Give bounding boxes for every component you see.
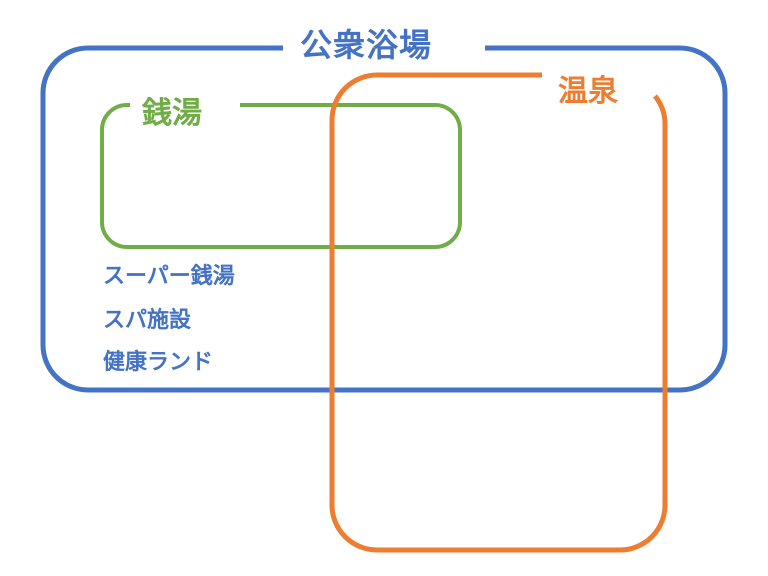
item-super-sento: スーパー銭湯 xyxy=(103,264,235,289)
public-bath-set-outline xyxy=(40,45,728,393)
sento-set-outline xyxy=(100,103,462,249)
sento-label: 銭湯 xyxy=(142,96,202,131)
item-spa-facility: スパ施設 xyxy=(103,308,192,333)
item-health-land: 健康ランド xyxy=(103,350,214,375)
public-bath-label: 公衆浴場 xyxy=(300,26,433,64)
onsen-label: 温泉 xyxy=(558,74,618,109)
onsen-set-outline xyxy=(329,72,668,553)
